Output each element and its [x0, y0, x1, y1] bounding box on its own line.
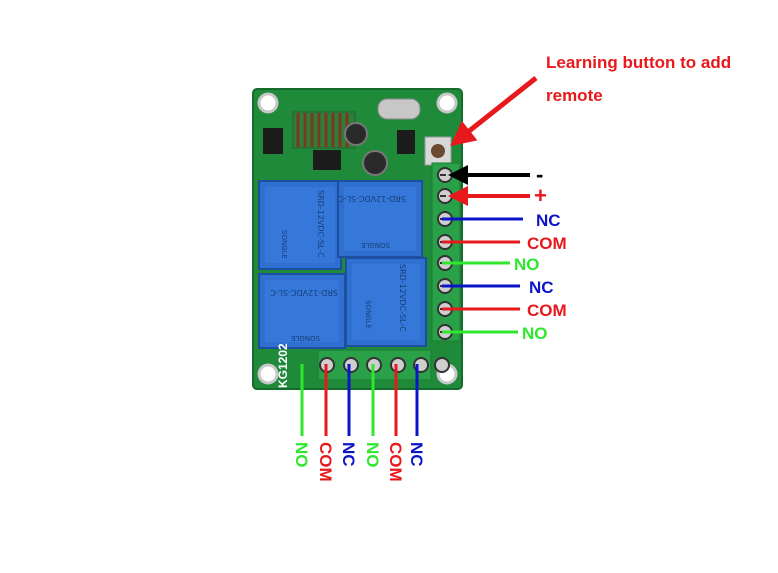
relay-brand-label: SONGLE	[280, 230, 288, 259]
ic-chip	[263, 128, 283, 154]
capacitor	[362, 150, 388, 176]
terminal-label-bottom-1: NO	[292, 442, 311, 468]
terminal-label-right-4: COM	[527, 234, 567, 253]
relay-model-label: SRD-12VDC-SL-C	[398, 264, 407, 332]
terminal-label-right-1: -	[536, 162, 543, 187]
learning-button[interactable]	[424, 136, 452, 166]
annotation-line-1: Learning button to add	[546, 53, 731, 72]
right-terminal-wires: -+ NC COM NO NC COM NO	[442, 162, 567, 343]
terminal-label-bottom-5: COM	[386, 442, 405, 482]
capacitor	[344, 122, 368, 146]
terminal-label-right-2: +	[534, 183, 547, 208]
terminal-label-right-3: NC	[536, 211, 561, 230]
mounting-hole	[257, 92, 279, 114]
terminal-label-right-6: NC	[529, 278, 554, 297]
terminal-label-bottom-6: NC	[407, 442, 426, 467]
relay-4: SRD-12VDC-SL-C SONGLE	[345, 257, 427, 347]
antenna-coil	[292, 111, 356, 149]
relay-model-label: SRD-12VDC-SL-C	[338, 194, 406, 203]
relay-model-label: SRD-12VDC-SL-C	[270, 288, 338, 297]
terminal-label-bottom-3: NC	[339, 442, 358, 467]
terminal-screw	[390, 357, 406, 373]
terminal-label-right-7: COM	[527, 301, 567, 320]
pcb-board: SRD-12VDC-SL-C SONGLE SRD-12VDC-SL-C SON…	[252, 88, 463, 390]
relay-model-label: SRD-12VDC-SL-C	[316, 190, 325, 258]
board-model-label: KG1202	[276, 343, 290, 388]
terminal-label-right-8: NO	[522, 324, 548, 343]
mounting-hole	[436, 92, 458, 114]
relay-2: SRD-12VDC-SL-C SONGLE	[337, 180, 423, 258]
relay-1: SRD-12VDC-SL-C SONGLE	[258, 180, 342, 270]
ic-chip	[397, 130, 415, 154]
relay-brand-label: SONGLE	[364, 300, 372, 329]
crystal-oscillator	[377, 98, 421, 120]
terminal-label-right-5: NO	[514, 255, 540, 274]
relay-brand-label: SONGLE	[291, 334, 320, 342]
terminal-screw	[343, 357, 359, 373]
ic-chip	[313, 150, 341, 170]
terminal-label-bottom-2: COM	[316, 442, 335, 482]
relay-3: SRD-12VDC-SL-C SONGLE	[258, 273, 346, 349]
annotation-arrow	[450, 76, 538, 147]
relay-brand-label: SONGLE	[361, 241, 390, 249]
mounting-hole	[257, 363, 279, 385]
terminal-label-bottom-4: NO	[363, 442, 382, 468]
terminal-screw	[434, 357, 450, 373]
annotation-line-2: remote	[546, 86, 603, 105]
